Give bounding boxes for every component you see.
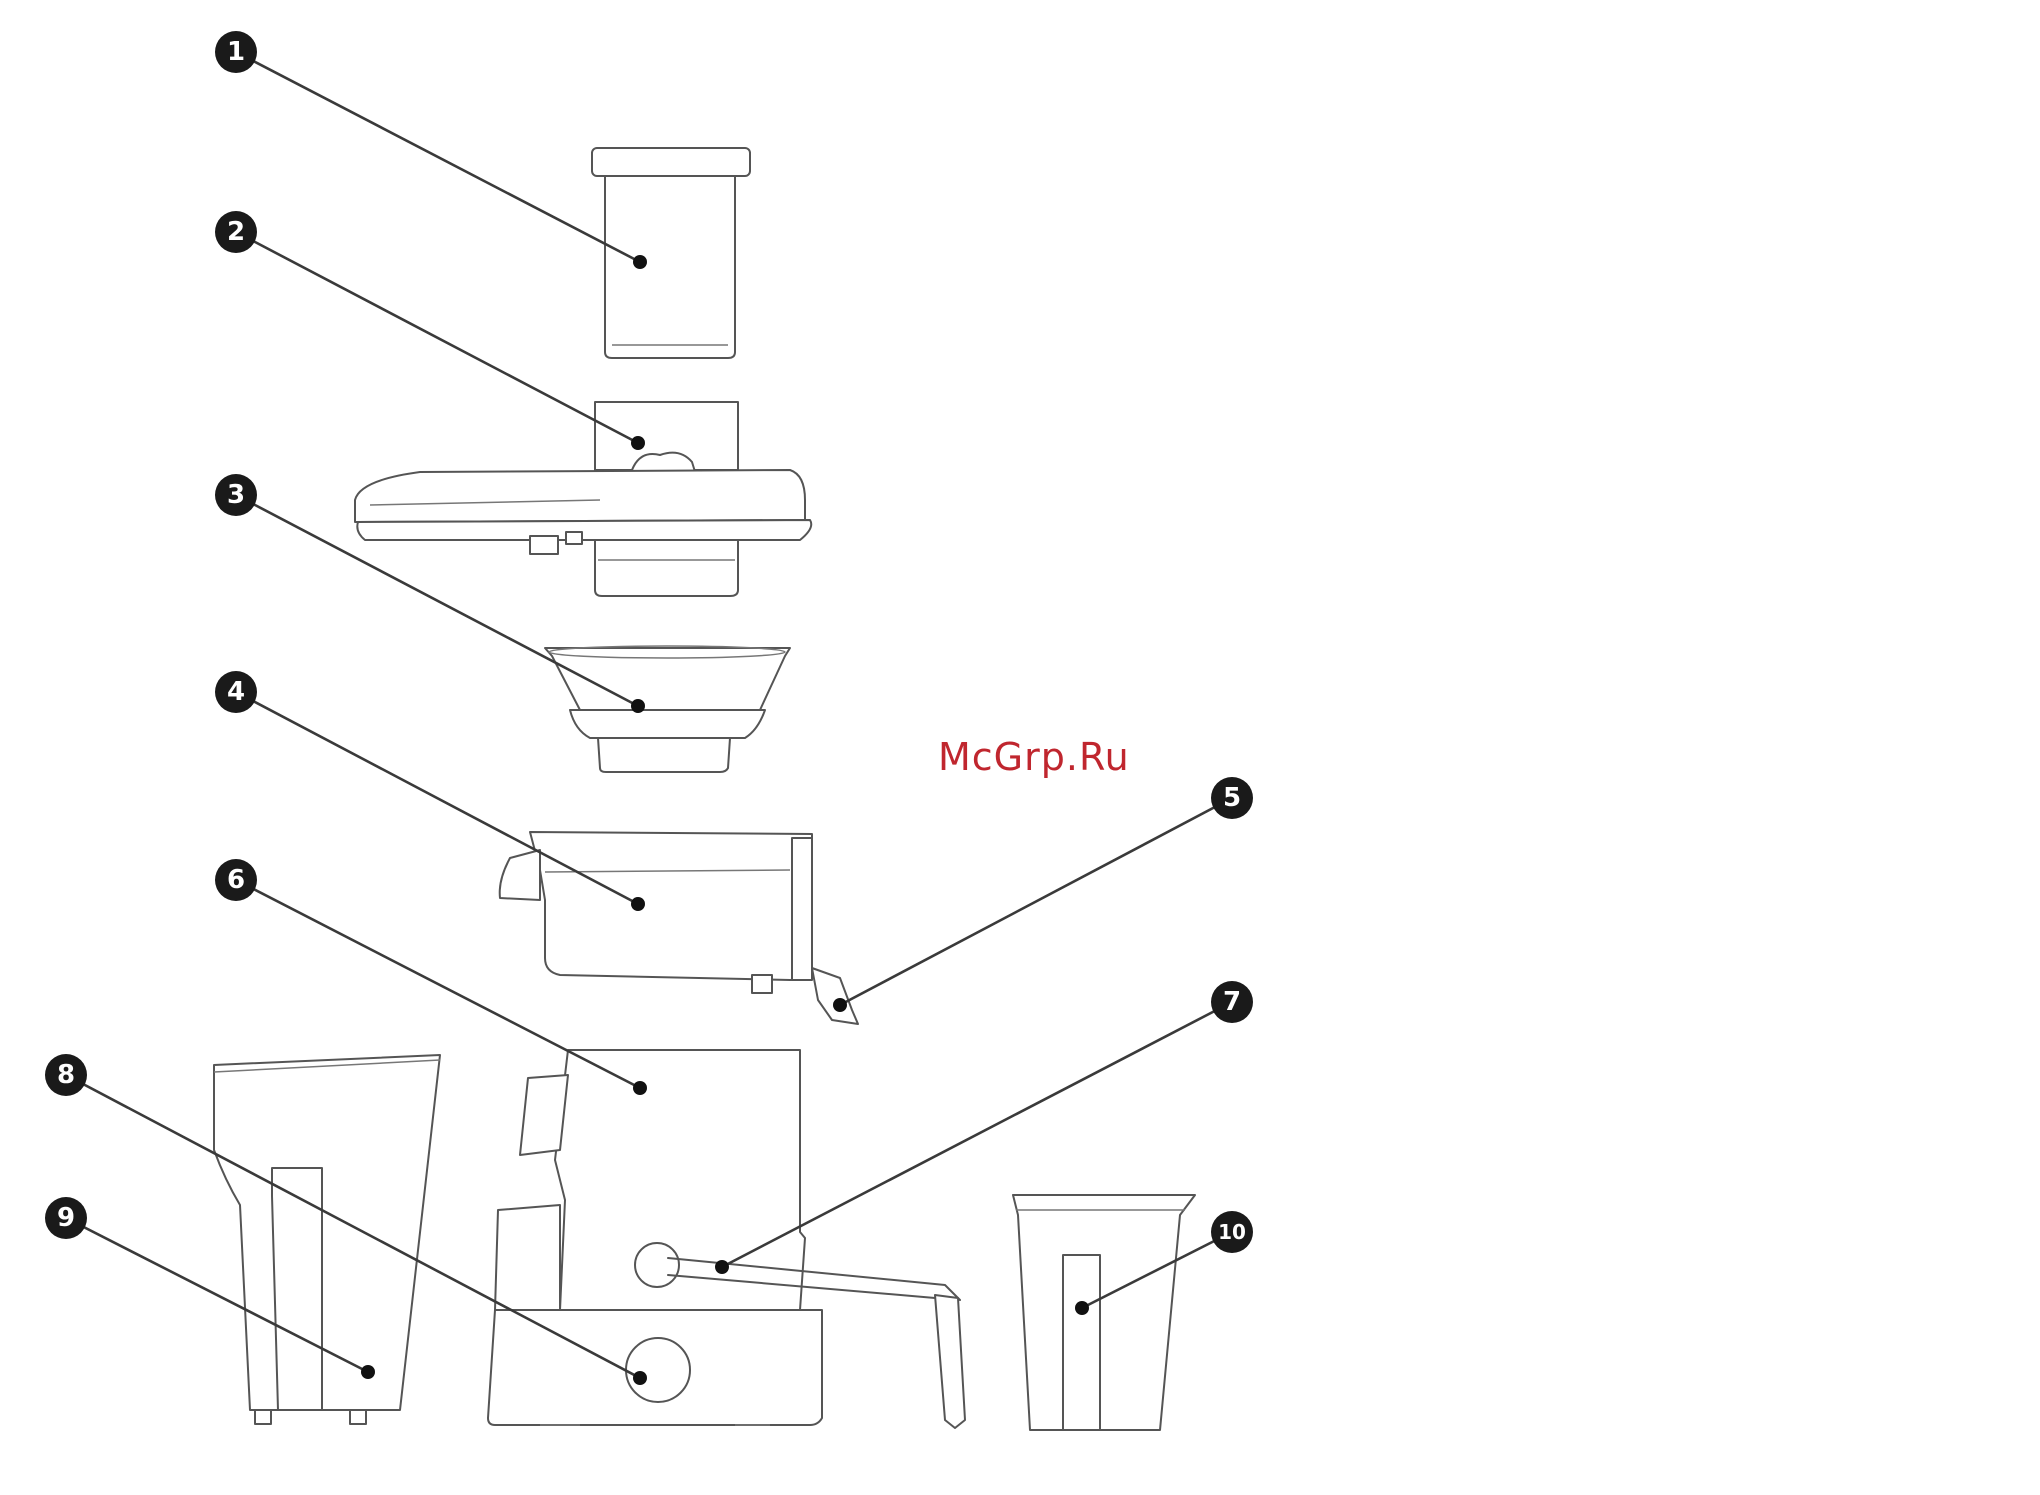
leader-line-5: [840, 798, 1232, 1005]
callout-number: 7: [1223, 987, 1241, 1017]
callout-9: 9: [45, 1197, 87, 1239]
juice-collector: [500, 832, 812, 980]
callout-number: 3: [227, 480, 245, 510]
callout-10: 10: [1211, 1211, 1253, 1253]
callout-number: 10: [1218, 1220, 1246, 1244]
pulp-container: [214, 1055, 440, 1424]
callout-number: 2: [227, 217, 245, 247]
callout-number: 1: [227, 37, 245, 67]
filter-basket: [545, 646, 790, 772]
callout-2: 2: [215, 211, 257, 253]
food-pusher: [592, 148, 750, 358]
callout-number: 5: [1223, 783, 1241, 813]
callout-number: 8: [57, 1060, 75, 1090]
callout-4: 4: [215, 671, 257, 713]
callout-5: 5: [1211, 777, 1253, 819]
leader-line-1: [236, 52, 640, 262]
callout-7: 7: [1211, 981, 1253, 1023]
callout-8: 8: [45, 1054, 87, 1096]
callout-6: 6: [215, 859, 257, 901]
juice-jug: [1013, 1195, 1195, 1430]
callout-number: 6: [227, 865, 245, 895]
leader-dot-1: [633, 255, 647, 269]
cover-lid: [355, 402, 811, 596]
leader-dot-2: [631, 436, 645, 450]
callout-number: 4: [227, 677, 245, 707]
leader-dot-5: [833, 998, 847, 1012]
watermark: McGrp.Ru: [938, 735, 1130, 779]
leader-dot-6: [633, 1081, 647, 1095]
leader-dot-8: [633, 1371, 647, 1385]
leader-dot-7: [715, 1260, 729, 1274]
leader-dot-3: [631, 699, 645, 713]
leader-dot-4: [631, 897, 645, 911]
callout-number: 9: [57, 1203, 75, 1233]
motor-base: [488, 1050, 822, 1425]
leader-dot-9: [361, 1365, 375, 1379]
callout-1: 1: [215, 31, 257, 73]
leader-line-2: [236, 232, 638, 443]
leader-dot-10: [1075, 1301, 1089, 1315]
callout-3: 3: [215, 474, 257, 516]
